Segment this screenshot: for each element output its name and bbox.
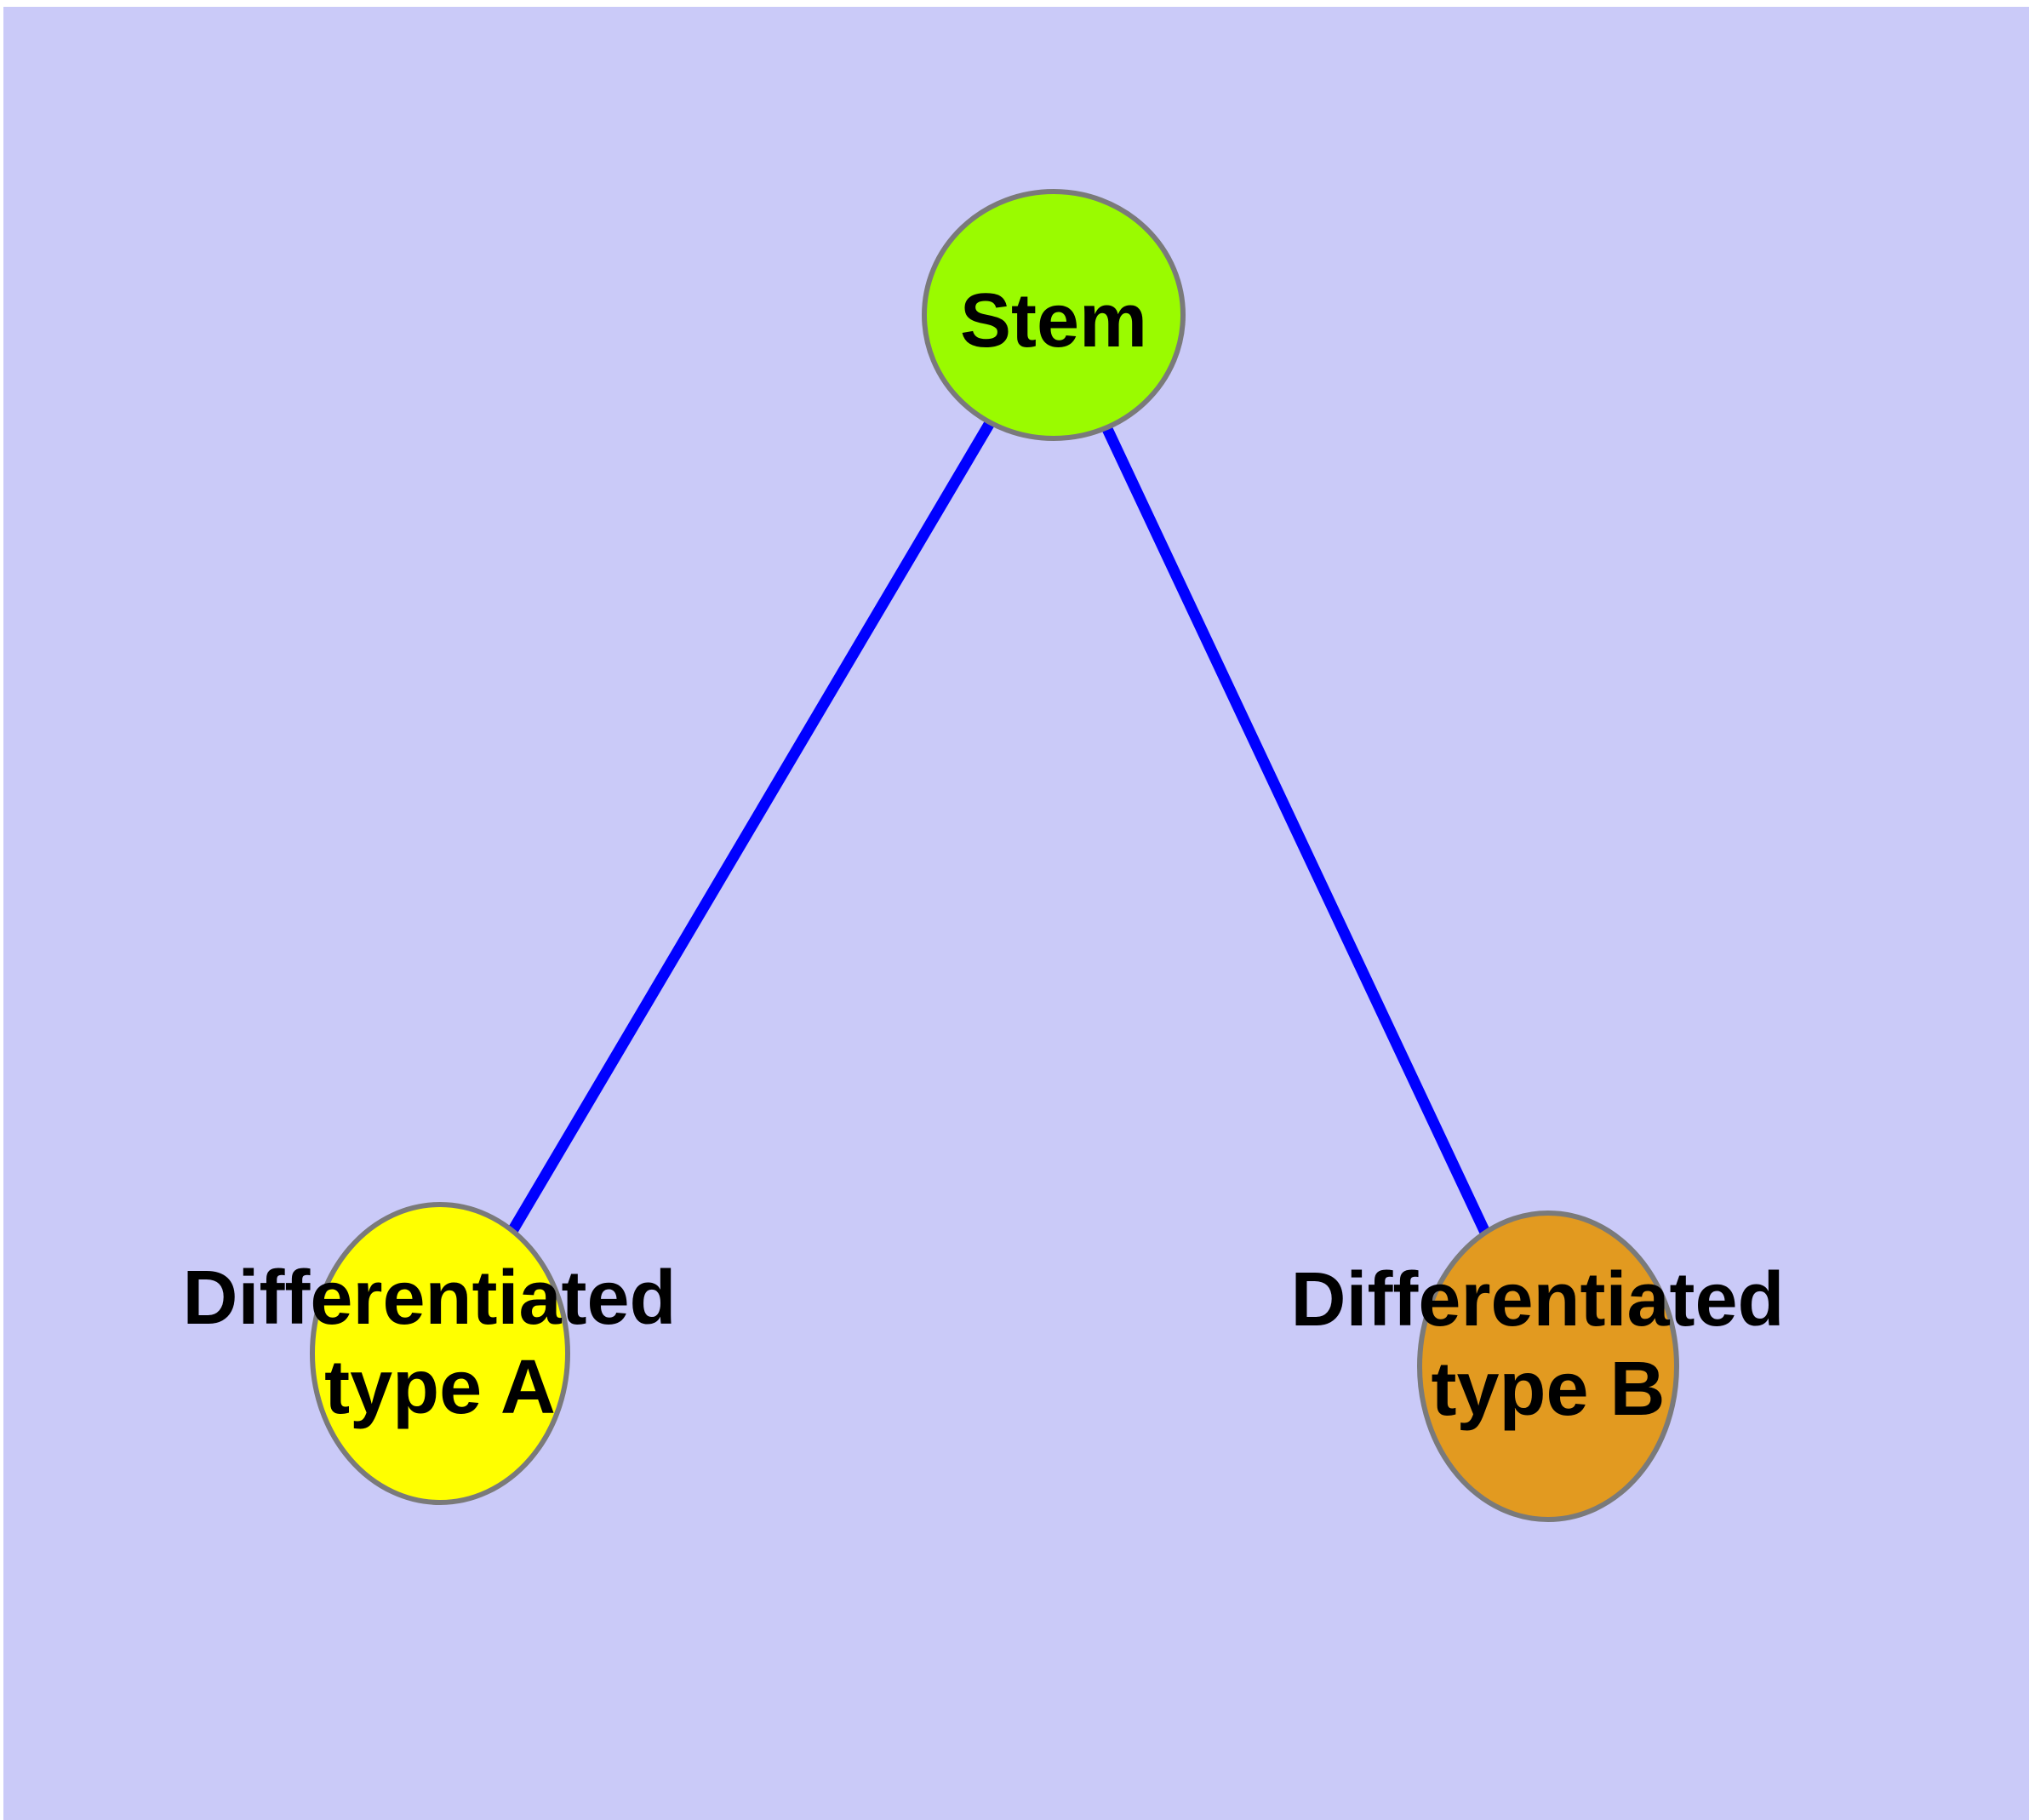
edge-stem-to-type-a: [435, 312, 1059, 1357]
node-stem-label: Stem: [960, 278, 1147, 363]
node-stem-label-line1: Stem: [960, 278, 1147, 363]
node-stem: [922, 189, 1186, 441]
node-type-b-label-line1: Differentiated: [1290, 1257, 1784, 1342]
node-type-b-label-line2: type B: [1431, 1347, 1665, 1432]
node-type-a-label-line2: type A: [324, 1345, 556, 1430]
node-differentiated-type-a: [310, 1202, 570, 1505]
node-type-a-label-line1: Differentiated: [182, 1256, 676, 1341]
node-differentiated-type-b: [1417, 1210, 1679, 1522]
node-type-a-label: Differentiated type A: [182, 1256, 697, 1430]
node-type-b-label: Differentiated type B: [1290, 1257, 1805, 1432]
edge-stem-to-type-b: [1049, 312, 1553, 1369]
